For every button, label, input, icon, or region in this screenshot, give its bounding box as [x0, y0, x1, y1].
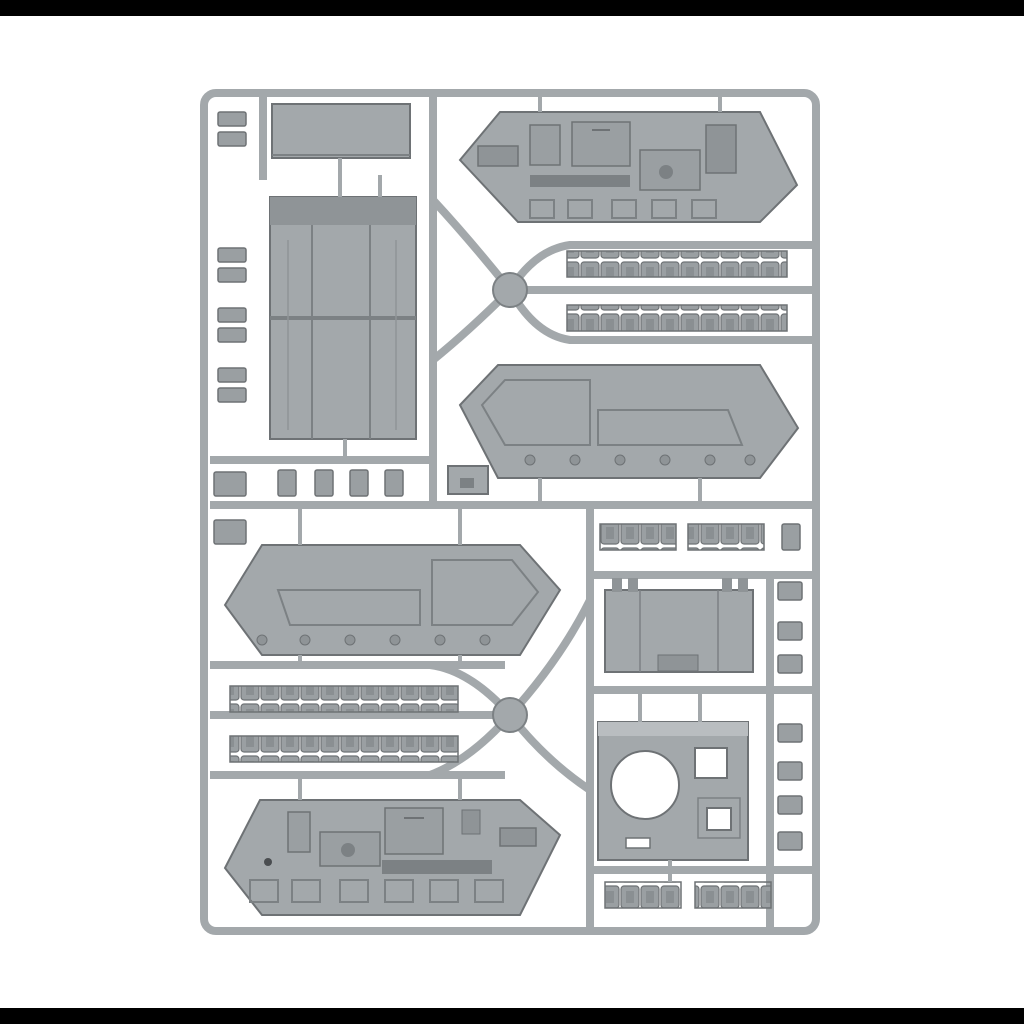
small-track-links [213, 111, 803, 851]
track-strip-lower-2 [229, 735, 459, 763]
front-plate-hinged [604, 578, 754, 673]
small-hatch [447, 465, 489, 495]
tank-side-detailed-bottom [223, 799, 562, 916]
track-strip-upper-1 [566, 250, 788, 278]
track-strip-lower-1 [229, 685, 459, 713]
sprue-hub-upper [492, 272, 528, 308]
hull-panel-right [458, 364, 800, 479]
tall-side-plate [269, 196, 417, 440]
tank-side-detailed-top [458, 111, 799, 223]
sprue-hub-lower [492, 697, 528, 733]
short-track-strips [599, 523, 772, 909]
front-plate-cutouts [597, 721, 749, 861]
small-plate-top [271, 103, 411, 159]
bottom-black-bar [0, 1008, 1024, 1024]
track-strip-upper-2 [566, 304, 788, 332]
top-black-bar [0, 0, 1024, 16]
sprue-gates [298, 95, 722, 882]
hull-panel-left [223, 544, 562, 656]
sprue-frame [200, 89, 820, 935]
